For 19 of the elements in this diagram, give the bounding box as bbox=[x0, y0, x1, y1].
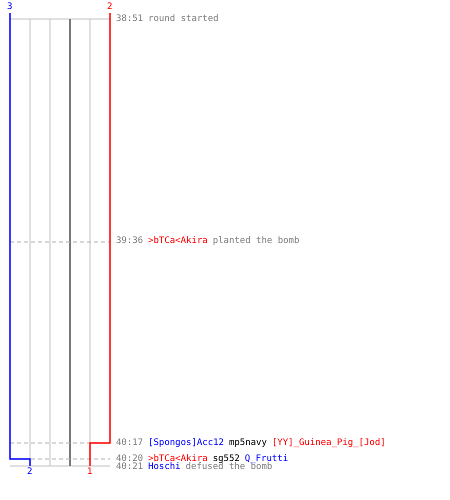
event-text: round started bbox=[148, 14, 219, 24]
timestamp: 40:21 bbox=[116, 462, 144, 472]
timestamp: 39:36 bbox=[116, 236, 144, 246]
timestamp: 40:20 bbox=[116, 454, 144, 464]
event-text: planted the bomb bbox=[212, 236, 300, 246]
player-name: [Spongos]Acc12 bbox=[148, 438, 224, 448]
player-count: 1 bbox=[87, 468, 92, 477]
player-name: [YY]_Guinea_Pig_[Jod] bbox=[272, 438, 386, 448]
weapon-name: mp5navy bbox=[228, 438, 267, 448]
event-text: defused the bomb bbox=[186, 462, 272, 472]
player-count: 2 bbox=[107, 3, 112, 12]
player-count: 3 bbox=[7, 3, 12, 12]
player-count: 2 bbox=[27, 468, 32, 477]
player-name: >bTCa<Akira bbox=[148, 236, 208, 246]
player-name: Q_Frutti bbox=[244, 454, 288, 464]
timestamp: 38:51 bbox=[116, 14, 144, 24]
player-name: Hoschi bbox=[148, 462, 181, 472]
weapon-name: sg552 bbox=[212, 454, 240, 464]
timestamp: 40:17 bbox=[116, 438, 144, 448]
